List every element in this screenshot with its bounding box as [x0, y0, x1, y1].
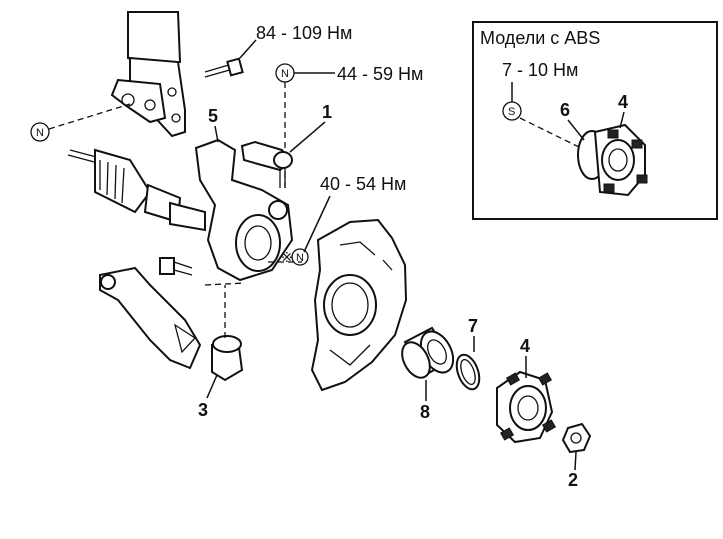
n-symbol-label-top: N — [281, 68, 289, 80]
strut-assembly — [110, 11, 186, 138]
part-label-4-inset: 4 — [618, 92, 628, 112]
part-label-8: 8 — [420, 402, 430, 422]
dust-shield — [310, 218, 408, 392]
n-symbol-label: N — [36, 127, 44, 139]
strut-bolt — [204, 57, 244, 78]
torque-label-shield-bolt: 40 - 54 Нм — [320, 174, 406, 194]
s-symbol-icon — [502, 101, 522, 121]
knuckle-bolt — [159, 257, 193, 276]
part-label-3: 3 — [198, 400, 208, 420]
n-symbol-icon — [30, 122, 50, 142]
hub-nut — [561, 422, 592, 454]
tie-rod-end — [240, 140, 293, 188]
steering-knuckle — [194, 138, 294, 282]
part-label-2: 2 — [568, 470, 578, 490]
inset-title: Модели с ABS — [480, 28, 600, 48]
part-label-6: 6 — [560, 100, 570, 120]
n-symbol-label-shield: N — [296, 252, 304, 264]
torque-label-abs: 7 - 10 Нм — [502, 60, 578, 80]
part-label-5: 5 — [208, 106, 218, 126]
abs-hub — [577, 123, 648, 197]
part-label-4: 4 — [520, 336, 530, 356]
torque-label-strut-bolt: 84 - 109 Нм — [256, 23, 352, 43]
wheel-hub — [496, 370, 557, 444]
lower-control-arm — [99, 266, 244, 382]
abs-inset-box: Модели с ABS 7 - 10 Нм S 6 4 — [472, 21, 718, 220]
drive-shaft — [67, 148, 206, 232]
snap-ring — [455, 353, 481, 391]
wheel-bearing — [401, 326, 455, 379]
n-symbol-icon-shield — [291, 248, 309, 266]
torque-label-ball-joint: 44 - 59 Нм — [337, 64, 423, 84]
s-symbol-label: S — [508, 106, 515, 118]
part-label-1: 1 — [322, 102, 332, 122]
part-label-7: 7 — [468, 316, 478, 336]
note-symbol: ※ — [281, 249, 293, 265]
